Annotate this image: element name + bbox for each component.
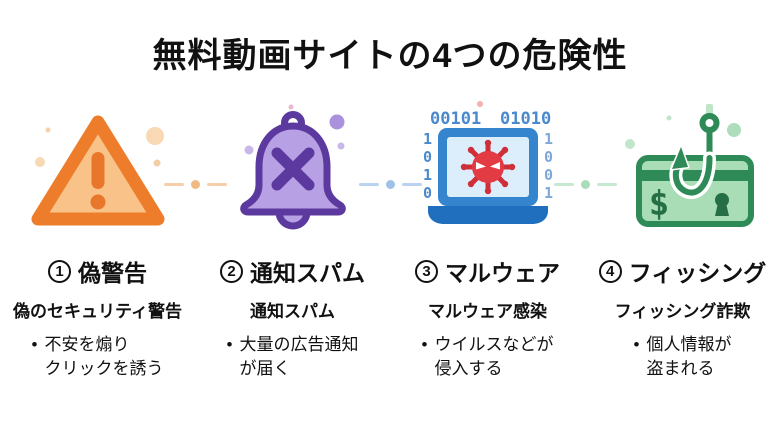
- column-subtitle: 偽のセキュリティ警告: [13, 302, 182, 321]
- column-notification-spam: 2 通知スパム 通知スパム • 大量の広告通知 が届く: [195, 100, 390, 381]
- column-heading: 3 マルウェア: [415, 254, 560, 288]
- connector-dash-dot-green: [546, 179, 624, 189]
- bullet-line: 不安を煽り: [44, 335, 130, 354]
- laptop-base: [427, 206, 548, 224]
- virus-eyes: [475, 162, 500, 170]
- circled-number: 4: [598, 259, 622, 283]
- virus: [460, 139, 515, 195]
- bullet-line: クリックを誘う: [44, 359, 164, 379]
- decor-dots-orange: [34, 127, 164, 167]
- keyhole: [714, 193, 729, 216]
- column-subtitle: マルウェア感染: [428, 302, 547, 321]
- heading-text: フィッシング: [628, 260, 767, 286]
- bullet-marker: •: [226, 335, 233, 354]
- column-heading: 2 通知スパム: [220, 254, 365, 288]
- bullet-item: • 大量の広告通知 が届く: [227, 333, 359, 381]
- bullet-text: 不安を煽り クリックを誘う: [44, 333, 163, 381]
- bullet-marker: •: [31, 335, 38, 354]
- bullet-line: ウイルスなどが: [434, 335, 554, 354]
- bullet-item: • 不安を煽り クリックを誘う: [32, 333, 164, 381]
- bullet-line: 大量の広告通知: [239, 335, 359, 354]
- svg-text:00101: 00101: [430, 109, 481, 129]
- column-malware: 00101 01010 1 0 1 0 1 0 0 1: [390, 100, 585, 381]
- page-title: 無料動画サイトの4つの危険性: [152, 37, 628, 75]
- bullet-text: ウイルスなどが 侵入する: [434, 333, 553, 381]
- svg-text:0: 0: [544, 148, 553, 166]
- heading-text: 偽警告: [78, 260, 147, 286]
- column-subtitle: フィッシング詐欺: [614, 302, 751, 321]
- bullet-line: が届く: [239, 359, 291, 379]
- card-fishhook-icon: $: [603, 100, 763, 240]
- svg-text:1: 1: [423, 166, 432, 184]
- decor-dots-purple: [244, 104, 344, 155]
- svg-text:1: 1: [544, 130, 553, 148]
- dollar-sign: $: [648, 184, 668, 224]
- binary-digits: 00101 01010 1 0 1 0 1 0 0 1: [423, 109, 553, 202]
- hook-curve: [668, 145, 716, 199]
- x-mark: [271, 147, 314, 191]
- svg-text:1: 1: [544, 184, 553, 202]
- circled-number: 3: [415, 259, 438, 283]
- svg-text:0: 0: [423, 184, 432, 202]
- connector-dash-dot-orange: [156, 179, 234, 189]
- exclamation-mark: [90, 152, 105, 210]
- bullet-item: • ウイルスなどが 侵入する: [422, 333, 554, 381]
- circled-number: 1: [48, 259, 71, 283]
- bullet-line: 侵入する: [434, 359, 503, 379]
- column-subtitle: 通知スパム: [250, 302, 335, 321]
- bullet-marker: •: [421, 335, 428, 354]
- circled-number: 2: [220, 259, 243, 283]
- bullet-line: 個人情報が: [646, 335, 732, 354]
- svg-text:1: 1: [423, 130, 432, 148]
- svg-text:0: 0: [544, 166, 553, 184]
- bullet-text: 個人情報が 盗まれる: [646, 333, 731, 381]
- bullet-item: • 個人情報が 盗まれる: [634, 333, 732, 381]
- column-fake-warning: 1 偽警告 偽のセキュリティ警告 • 不安を煽り クリックを誘う: [0, 100, 195, 381]
- heading-text: マルウェア: [445, 260, 560, 286]
- column-heading: 4 フィッシング: [598, 254, 767, 288]
- bullet-line: 盗まれる: [646, 359, 715, 379]
- heading-text: 通知スパム: [250, 260, 365, 286]
- blocked-bell-icon: [213, 100, 373, 240]
- decor-dot-red: [476, 101, 483, 107]
- decor-dots-green: [624, 104, 741, 149]
- laptop-virus-icon: 00101 01010 1 0 1 0 1 0 0 1: [408, 100, 568, 240]
- svg-text:0: 0: [423, 148, 432, 166]
- warning-triangle-icon: [18, 100, 178, 240]
- column-phishing: $ 4 フィッシング フィッシング詐欺 • 個人情報が 盗まれる: [585, 100, 780, 381]
- connector-dash-dot-blue: [351, 179, 429, 189]
- bullet-text: 大量の広告通知 が届く: [239, 333, 358, 381]
- bullet-marker: •: [633, 335, 640, 354]
- danger-columns: 1 偽警告 偽のセキュリティ警告 • 不安を煽り クリックを誘う: [0, 100, 780, 381]
- card-stripe: [635, 170, 754, 181]
- column-heading: 1 偽警告: [48, 254, 147, 288]
- svg-text:01010: 01010: [500, 109, 551, 129]
